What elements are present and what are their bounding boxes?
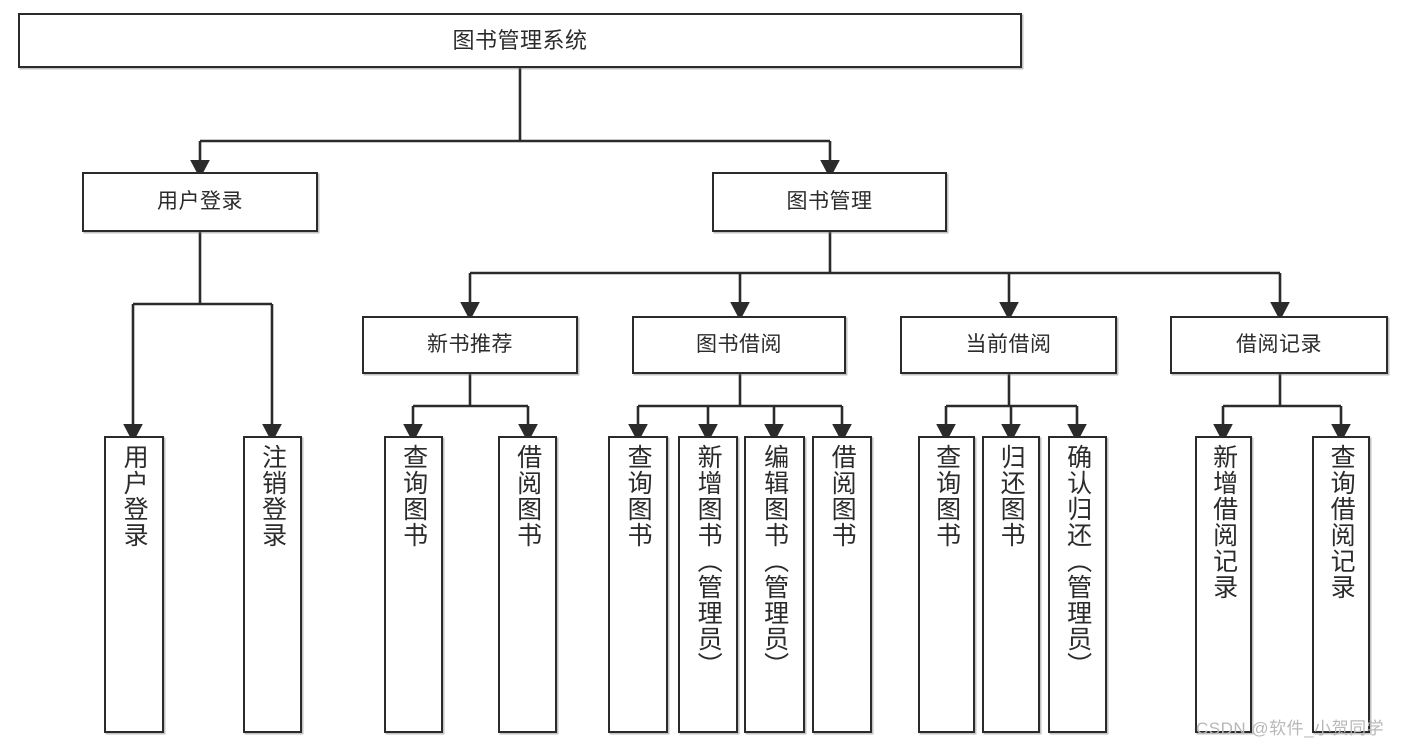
- node-leaf-query-book-borrow[interactable]: 查询图书: [608, 436, 668, 733]
- node-label: 新增图书（管理员）: [694, 444, 723, 678]
- node-label: 查询图书: [624, 444, 653, 548]
- node-root-system[interactable]: 图书管理系统: [18, 13, 1022, 68]
- node-label: 图书管理: [786, 190, 873, 214]
- node-leaf-edit-book-admin[interactable]: 编辑图书（管理员）: [744, 436, 805, 733]
- node-new-book-recommend[interactable]: 新书推荐: [362, 316, 578, 374]
- node-label: 用户登录: [157, 190, 243, 214]
- node-user-login[interactable]: 用户登录: [82, 172, 318, 232]
- node-label: 用户登录: [120, 444, 149, 548]
- node-current-borrow[interactable]: 当前借阅: [900, 316, 1117, 374]
- node-label: 归还图书: [997, 444, 1026, 548]
- node-label: 查询图书: [399, 444, 428, 548]
- node-leaf-borrow-book[interactable]: 借阅图书: [812, 436, 872, 733]
- node-label: 借阅记录: [1236, 333, 1322, 357]
- node-leaf-confirm-return-admin[interactable]: 确认归还（管理员）: [1048, 436, 1107, 733]
- node-leaf-query-book-current[interactable]: 查询图书: [918, 436, 975, 733]
- node-label: 新书推荐: [427, 333, 513, 357]
- node-label: 图书管理系统: [452, 27, 588, 53]
- node-label: 借阅图书: [828, 444, 857, 548]
- node-label: 查询图书: [932, 444, 961, 548]
- node-borrow-record[interactable]: 借阅记录: [1170, 316, 1388, 374]
- node-label: 新增借阅记录: [1209, 444, 1238, 600]
- node-label: 图书借阅: [696, 333, 782, 357]
- node-book-borrow[interactable]: 图书借阅: [632, 316, 846, 374]
- node-label: 编辑图书（管理员）: [760, 444, 789, 678]
- node-leaf-query-book-new[interactable]: 查询图书: [384, 436, 443, 733]
- node-leaf-user-login[interactable]: 用户登录: [104, 436, 164, 733]
- node-book-manage[interactable]: 图书管理: [712, 172, 947, 232]
- node-leaf-return-book[interactable]: 归还图书: [982, 436, 1040, 733]
- node-leaf-add-borrow-record[interactable]: 新增借阅记录: [1195, 436, 1252, 733]
- csdn-watermark: CSDN @软件_小贺同学: [1196, 719, 1385, 738]
- node-label: 当前借阅: [965, 333, 1052, 357]
- node-leaf-logout[interactable]: 注销登录: [243, 436, 302, 733]
- node-label: 查询借阅记录: [1327, 444, 1356, 600]
- node-leaf-query-borrow-record[interactable]: 查询借阅记录: [1312, 436, 1370, 733]
- node-label: 借阅图书: [513, 444, 542, 548]
- node-leaf-add-book-admin[interactable]: 新增图书（管理员）: [678, 436, 738, 733]
- node-label: 注销登录: [258, 444, 287, 548]
- node-leaf-borrow-book-new[interactable]: 借阅图书: [498, 436, 557, 733]
- node-label: 确认归还（管理员）: [1063, 444, 1092, 678]
